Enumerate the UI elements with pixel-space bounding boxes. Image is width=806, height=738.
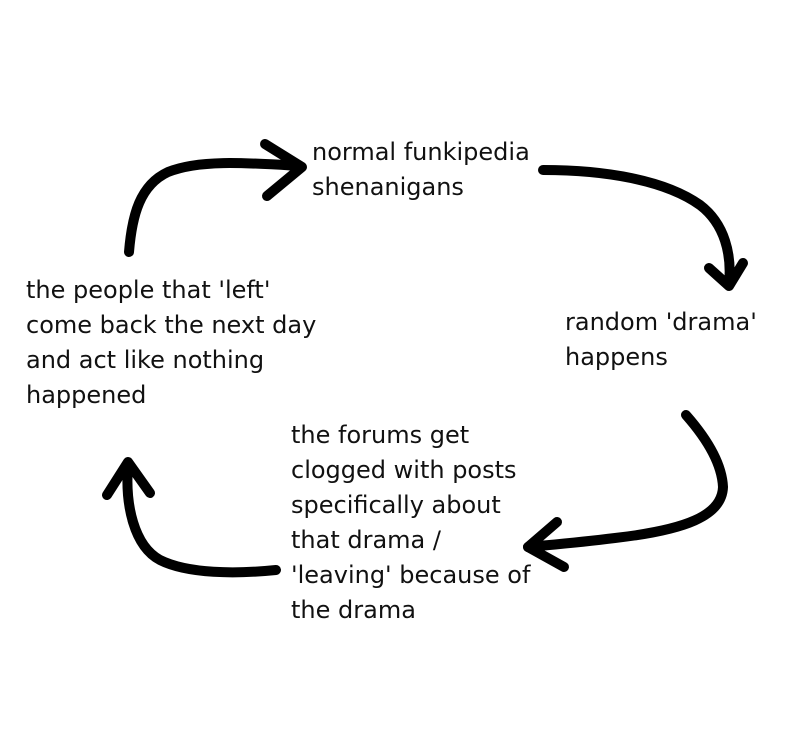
arrow-left-to-top-shaft bbox=[124, 158, 305, 257]
arrow-bottom-to-left bbox=[102, 457, 281, 578]
arrow-top-to-right-shaft bbox=[538, 165, 735, 289]
node-forums-clogged: the forums get clogged with posts specif… bbox=[291, 421, 531, 624]
arrow-right-to-bottom bbox=[523, 410, 728, 572]
node-normal-shenanigans: normal funkipedia shenanigans bbox=[312, 138, 530, 201]
node-random-drama: random 'drama' happens bbox=[565, 308, 757, 371]
arrow-top-to-right bbox=[538, 165, 748, 291]
arrow-top-to-right-head bbox=[704, 258, 748, 291]
arrow-bottom-to-left-shaft bbox=[122, 461, 281, 578]
node-people-come-back: the people that 'left' come back the nex… bbox=[26, 276, 317, 409]
arrow-bottom-to-left-head bbox=[102, 457, 155, 500]
arrow-left-to-top-head bbox=[260, 139, 307, 201]
arrow-right-to-bottom-shaft bbox=[523, 410, 728, 552]
arrow-left-to-top bbox=[124, 139, 307, 257]
arrow-right-to-bottom-head bbox=[523, 517, 569, 572]
